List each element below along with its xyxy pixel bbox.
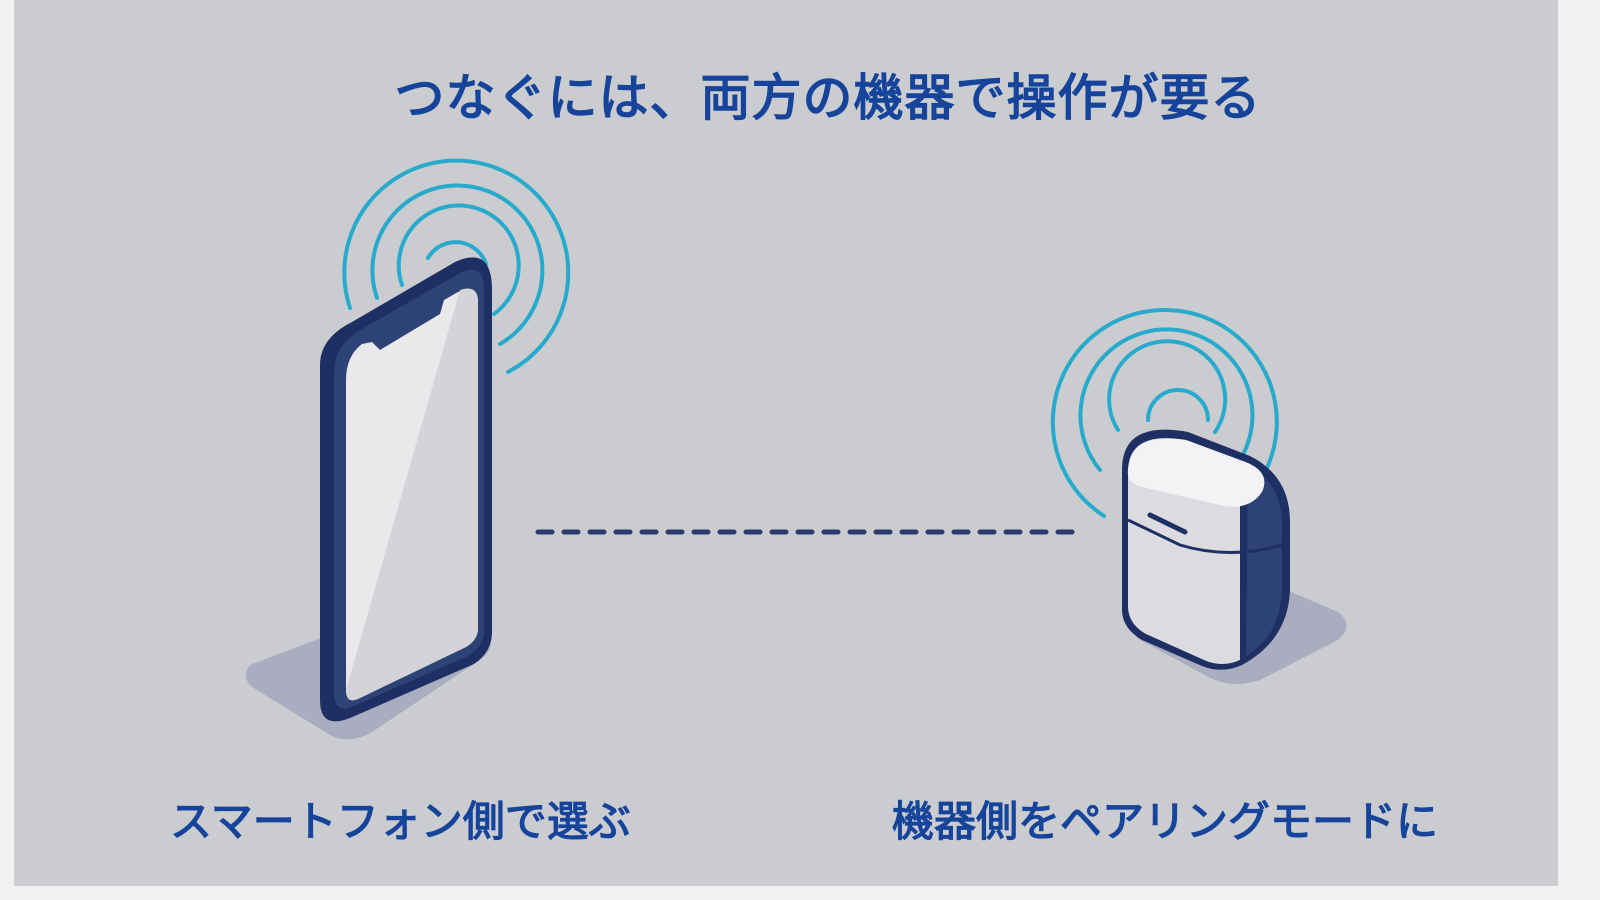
wireless-signal-icon — [342, 158, 571, 374]
diagram-title: つなぐには、両方の機器で操作が要る — [394, 69, 1262, 127]
smartphone-icon — [320, 257, 492, 722]
diagram-background — [14, 0, 1558, 886]
device-caption: 機器側をペアリングモードに — [892, 797, 1439, 846]
earbuds-case-icon — [1122, 429, 1290, 670]
phone-caption: スマートフォン側で選ぶ — [170, 797, 631, 846]
wireless-signal-icon — [1050, 307, 1279, 518]
